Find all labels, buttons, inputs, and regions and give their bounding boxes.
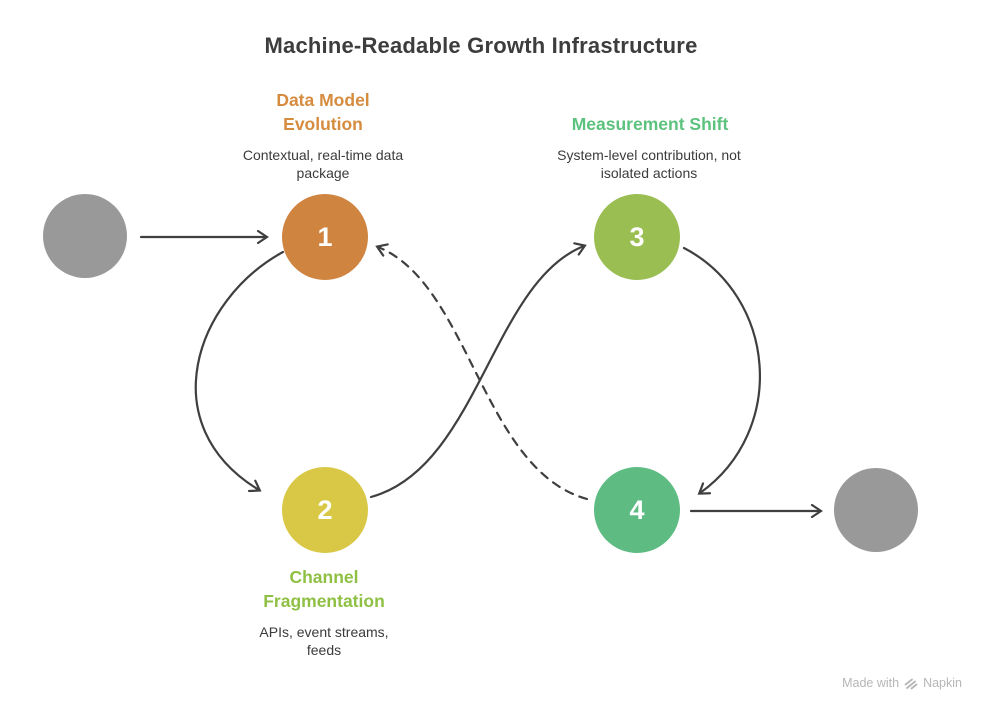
step-2-heading: Channel Fragmentation	[263, 567, 385, 611]
watermark-brand: Napkin	[923, 676, 962, 690]
watermark: Made with Napkin	[842, 676, 962, 690]
step-4-circle: 4	[594, 467, 680, 553]
step-2-description: APIs, event streams, feeds	[259, 624, 389, 658]
napkin-logo-icon	[904, 676, 918, 690]
step-2-circle: 2	[282, 467, 368, 553]
step-3-heading: Measurement Shift	[571, 114, 729, 134]
watermark-prefix: Made with	[842, 676, 900, 690]
edge-2-to-3	[369, 242, 587, 499]
step-3-circle: 3	[594, 194, 680, 280]
step-2-number: 2	[317, 494, 333, 525]
step-1-number: 1	[317, 221, 333, 252]
page-title: Machine-Readable Growth Infrastructure	[264, 33, 698, 58]
step-1-description: Contextual, real-time data package	[242, 147, 404, 181]
start-node-circle	[43, 194, 127, 278]
step-1-circle: 1	[282, 194, 368, 280]
edge-3-to-4	[682, 246, 761, 495]
step-3-number: 3	[629, 221, 645, 252]
edge-1-to-2	[194, 250, 285, 493]
step-1-heading: Data Model Evolution	[276, 90, 370, 134]
edge-4-to-1-dashed	[375, 243, 589, 501]
step-3-description: System-level contribution, not isolated …	[557, 147, 741, 181]
end-node-circle	[834, 468, 918, 552]
step-4-number: 4	[629, 494, 645, 525]
